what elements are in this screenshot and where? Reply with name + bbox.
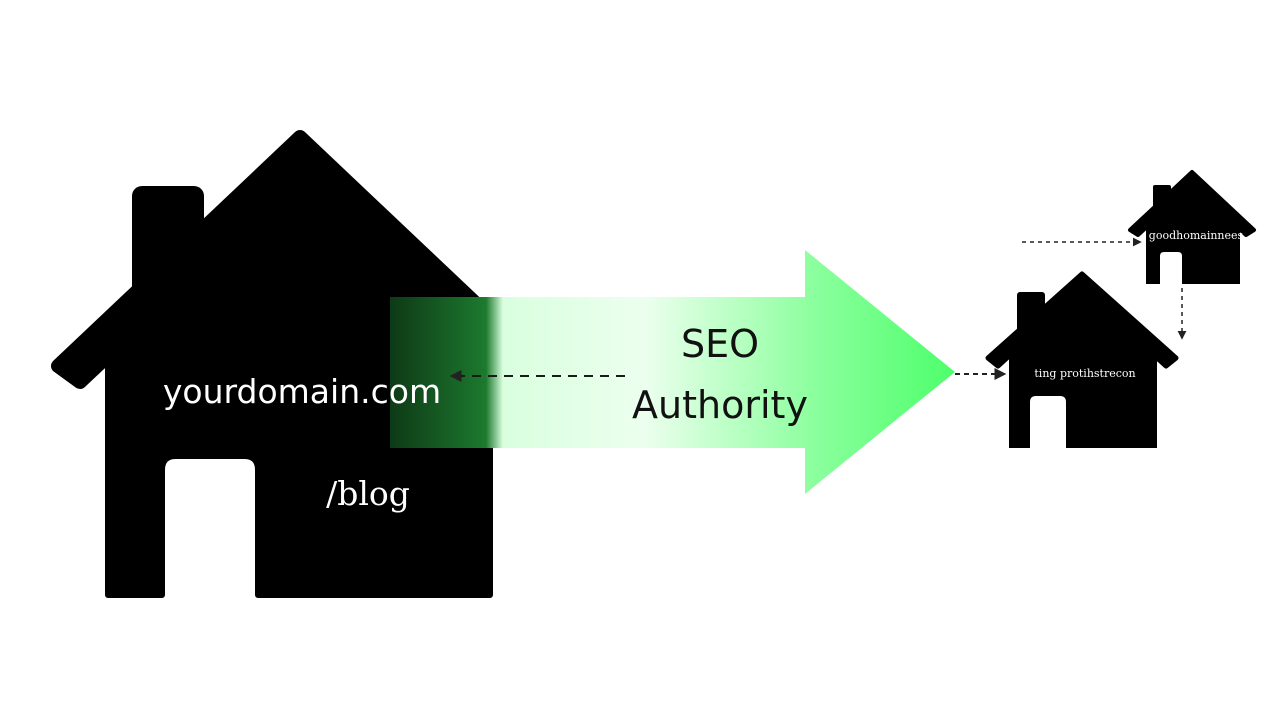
- blog-path-label: /blog: [326, 474, 410, 513]
- arrow-label-line1: SEO: [681, 322, 759, 366]
- domain-label: yourdomain.com: [163, 372, 441, 411]
- arrow-label-line2: Authority: [632, 383, 808, 427]
- small-house-middle-label: ting protihstrecon: [1034, 367, 1135, 380]
- small-house-top-label: goodhomainnees: [1149, 229, 1244, 242]
- small-house-top-icon: [1128, 170, 1256, 284]
- small-house-middle-icon: [985, 271, 1179, 448]
- seo-authority-arrow: [390, 250, 955, 494]
